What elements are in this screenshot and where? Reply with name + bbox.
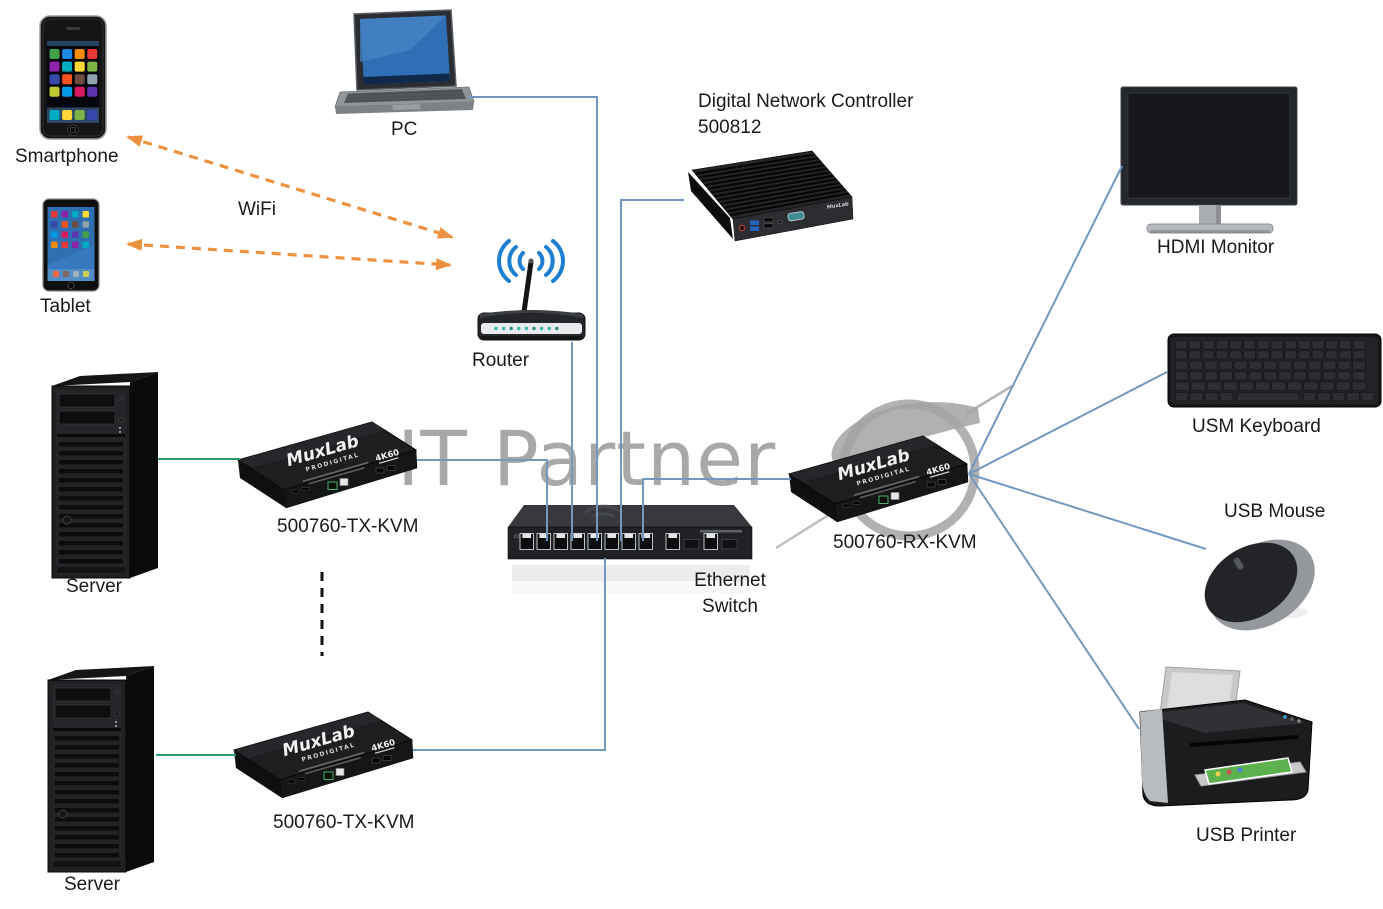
wifi-label: WiFi — [238, 199, 276, 220]
router-device — [477, 239, 586, 341]
keyboard-keys — [1174, 340, 1375, 402]
tx-kvm-bottom-device — [233, 711, 414, 799]
rx-kvm-label: 500760-RX-KVM — [833, 532, 977, 553]
switch-ports — [519, 533, 738, 550]
controller-to-switch-line — [620, 199, 684, 541]
server-top-device — [51, 371, 159, 579]
smartphone-device — [39, 15, 107, 140]
controller-heatsink-fins — [694, 153, 850, 217]
controller-brand-text: MuxLab — [827, 201, 850, 210]
switch-to-tx-bottom-line — [413, 558, 606, 751]
wifi-link-smartphone-arrow — [126, 135, 454, 239]
tx-top-to-switch-line — [417, 459, 548, 541]
server-bottom-label: Server — [64, 874, 120, 895]
ethernet-switch-device: cisco — [507, 504, 753, 593]
usb-mouse-label: USB Mouse — [1224, 501, 1326, 522]
tablet-device — [42, 198, 100, 292]
controller-label-line2: 500812 — [698, 117, 762, 138]
controller-label-line1: Digital Network Controller — [698, 91, 914, 112]
hdmi-monitor-device — [1120, 86, 1298, 234]
tx-kvm-bottom-label: 500760-TX-KVM — [273, 812, 415, 833]
switch-to-rx-line — [642, 478, 791, 541]
tx-kvm-top-device — [237, 421, 418, 509]
wifi-waves-icon — [497, 239, 565, 283]
usb-printer-device — [1139, 666, 1313, 807]
rx-kvm-device — [788, 435, 969, 523]
smartphone-label: Smartphone — [15, 146, 119, 167]
ethernet-switch-label-line1: Ethernet — [694, 570, 766, 591]
usb-printer-label: USB Printer — [1196, 825, 1297, 846]
server-top-label: Server — [66, 576, 122, 597]
tablet-app-icons — [51, 211, 89, 277]
router-led-lights — [494, 326, 559, 331]
hdmi-monitor-label: HDMI Monitor — [1157, 237, 1275, 258]
usb-mouse-device — [1204, 539, 1315, 631]
network-controller-device: MuxLab — [688, 150, 854, 242]
ethernet-switch-label-line2: Switch — [702, 596, 758, 617]
pc-laptop-device — [334, 9, 475, 114]
wifi-link-tablet-arrow — [126, 238, 452, 271]
ethernet-switch-label: Ethernet Switch — [655, 568, 805, 620]
controller-label: Digital Network Controller 500812 — [698, 89, 913, 141]
rx-to-keyboard-line — [968, 371, 1168, 475]
watermark-text: IT Partner — [397, 414, 777, 503]
rx-to-monitor-line — [968, 165, 1123, 475]
phone-app-icons — [49, 49, 98, 97]
server-bottom-device — [47, 665, 155, 873]
rx-to-printer-line — [968, 473, 1140, 730]
rx-to-mouse-line — [968, 473, 1207, 550]
tablet-label: Tablet — [40, 296, 91, 317]
usm-keyboard-label: USM Keyboard — [1192, 416, 1321, 437]
usm-keyboard-device — [1167, 333, 1382, 408]
router-label: Router — [472, 350, 530, 371]
tx-kvm-top-label: 500760-TX-KVM — [277, 516, 419, 537]
pc-label: PC — [391, 119, 418, 140]
pc-to-switch-line — [469, 96, 598, 541]
